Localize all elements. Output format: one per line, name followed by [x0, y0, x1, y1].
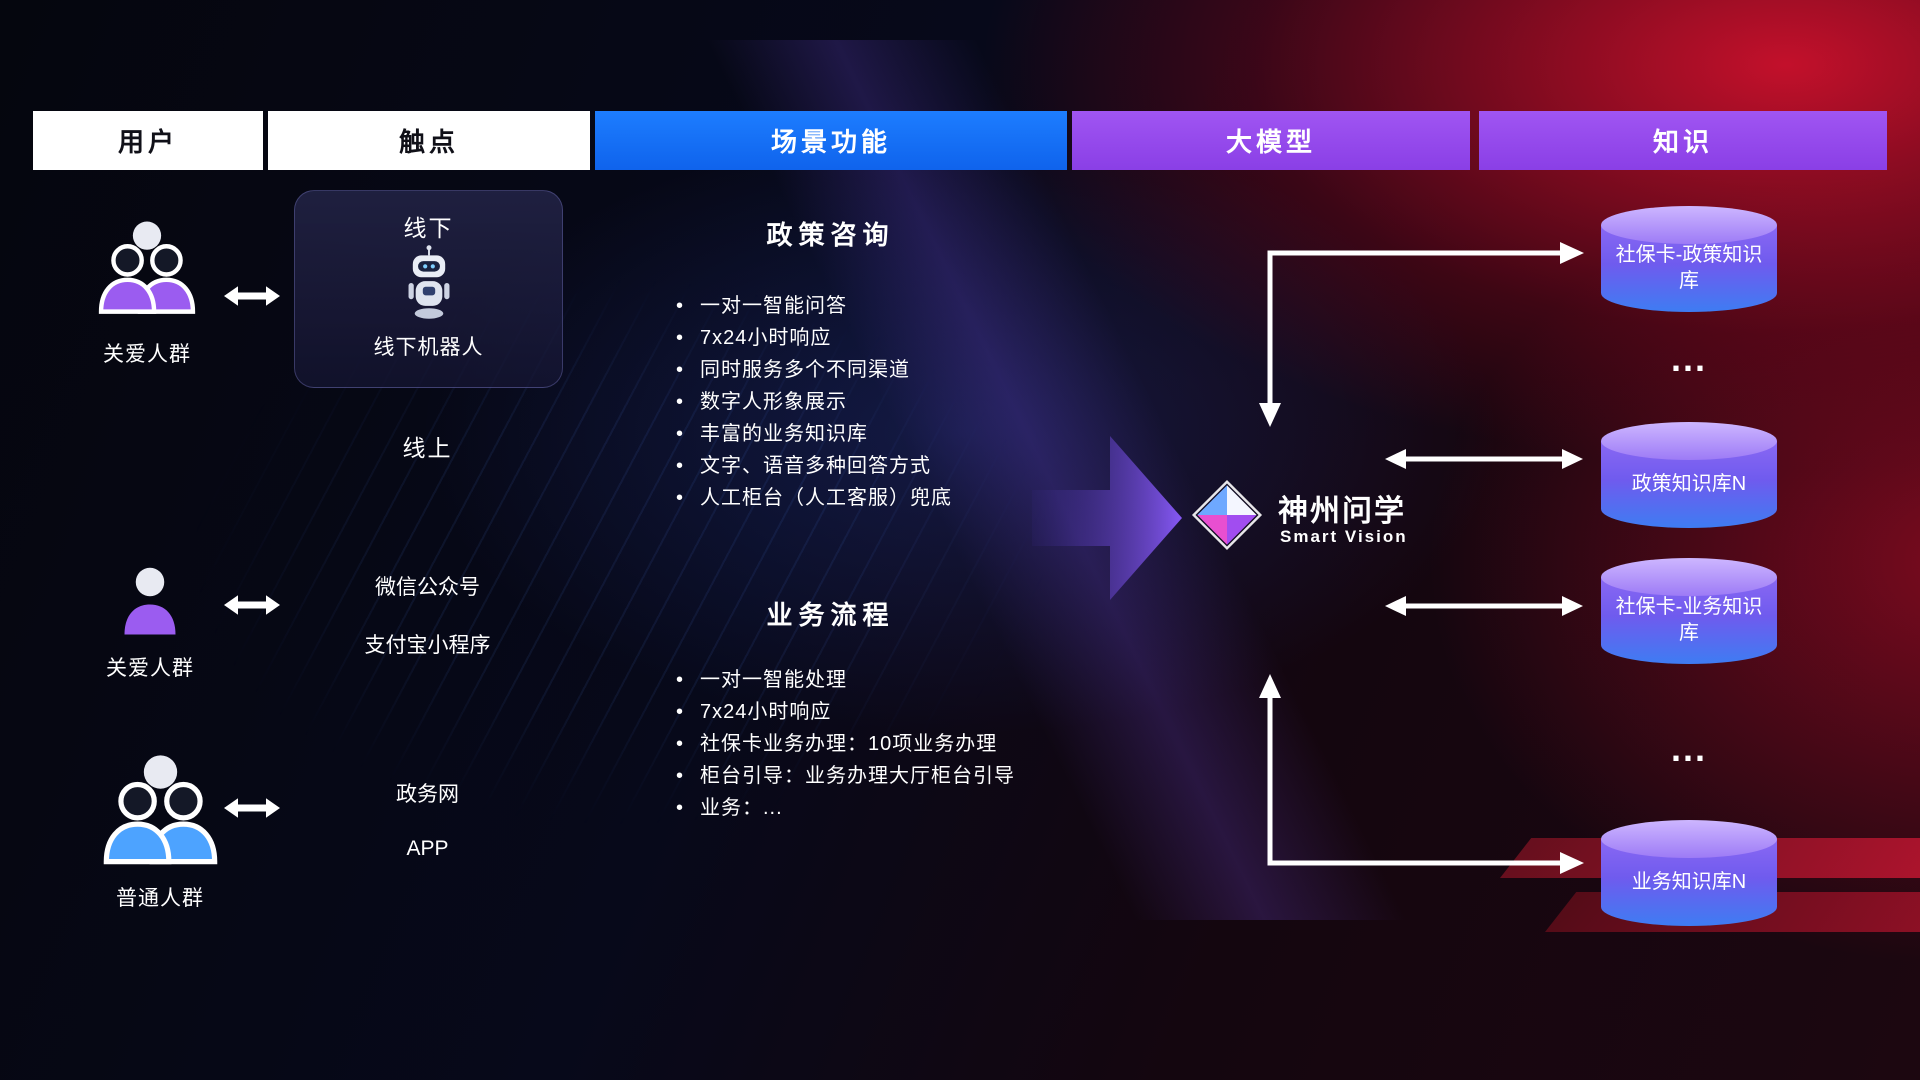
scene-title-policy: 政策咨询 [766, 220, 895, 250]
list-item: 同时服务多个不同渠道 [676, 360, 952, 380]
touchpoint-alipay: 支付宝小程序 [364, 634, 491, 657]
robot-icon [400, 243, 458, 328]
column-header-label: 场景功能 [770, 127, 891, 157]
list-item: 数字人形象展示 [676, 392, 952, 412]
database-top [1601, 820, 1777, 858]
column-header-users: 用户 [33, 111, 263, 170]
list-item: 社保卡业务办理：10项业务办理 [676, 734, 1015, 754]
connector-model-db3 [1384, 594, 1584, 623]
user-label: 关爱人群 [103, 343, 191, 366]
connector-model-db4 [1255, 668, 1585, 888]
online-title: 线上 [402, 435, 453, 461]
smart-vision-logo-icon [1190, 478, 1264, 552]
policy-feature-list: 一对一智能问答 7x24小时响应 同时服务多个不同渠道 数字人形象展示 丰富的业… [676, 296, 952, 520]
database-cylinder: 业务知识库N [1601, 820, 1777, 926]
list-item: 柜台引导：业务办理大厅柜台引导 [676, 766, 1015, 786]
scene-title-business: 业务流程 [766, 600, 895, 630]
database-top [1601, 558, 1777, 596]
touchpoint-app: APP [406, 837, 449, 860]
offline-touchpoint-card: 线下 线下机器人 [294, 190, 563, 388]
list-item: 一对一智能问答 [676, 296, 952, 316]
list-item: 一对一智能处理 [676, 670, 1015, 690]
column-header-scenes: 场景功能 [595, 111, 1067, 170]
business-feature-list: 一对一智能处理 7x24小时响应 社保卡业务办理：10项业务办理 柜台引导：业务… [676, 670, 1015, 830]
database-label: 社保卡-业务知识库 [1615, 596, 1763, 644]
column-header-label: 触点 [398, 127, 459, 157]
database-top [1601, 206, 1777, 244]
list-item: 人工柜台（人工客服）兜底 [676, 488, 952, 508]
connector-model-db1 [1255, 233, 1585, 438]
database-cylinder: 政策知识库N [1601, 422, 1777, 528]
column-header-label: 大模型 [1225, 127, 1316, 157]
column-header-model: 大模型 [1072, 111, 1470, 170]
people-group-icon [94, 216, 200, 323]
database-label: 业务知识库N [1631, 871, 1747, 893]
people-group-icon [98, 749, 223, 874]
touchpoint-gov-web: 政务网 [396, 783, 459, 806]
ellipsis: ... [1670, 338, 1707, 379]
list-item: 业务：... [676, 798, 1015, 818]
person-icon [120, 553, 180, 652]
user-label: 关爱人群 [106, 657, 194, 680]
database-label: 社保卡-政策知识库 [1615, 244, 1763, 292]
column-header-label: 用户 [117, 127, 178, 157]
user-label: 普通人群 [116, 887, 204, 910]
database-cylinder: 社保卡-政策知识库 [1601, 206, 1777, 312]
offline-robot-label: 线下机器人 [373, 336, 484, 359]
column-header-touchpoints: 触点 [268, 111, 590, 170]
offline-title: 线下 [403, 215, 454, 241]
column-header-knowledge: 知识 [1479, 111, 1887, 170]
list-item: 文字、语音多种回答方式 [676, 456, 952, 476]
database-top [1601, 422, 1777, 460]
column-header-label: 知识 [1652, 127, 1713, 157]
flow-arrow-icon [1032, 428, 1182, 613]
model-subtitle: Smart Vision [1280, 527, 1408, 546]
connector-model-db2 [1384, 447, 1584, 476]
database-label: 政策知识库N [1631, 473, 1747, 495]
touchpoint-wechat: 微信公众号 [375, 576, 480, 599]
list-item: 7x24小时响应 [676, 702, 1015, 722]
list-item: 7x24小时响应 [676, 328, 952, 348]
ellipsis: ... [1670, 728, 1707, 769]
list-item: 丰富的业务知识库 [676, 424, 952, 444]
model-name: 神州问学 [1278, 495, 1406, 528]
bidirectional-arrow-icon [224, 283, 280, 314]
bidirectional-arrow-icon [224, 795, 280, 826]
database-cylinder: 社保卡-业务知识库 [1601, 558, 1777, 664]
bidirectional-arrow-icon [224, 592, 280, 623]
